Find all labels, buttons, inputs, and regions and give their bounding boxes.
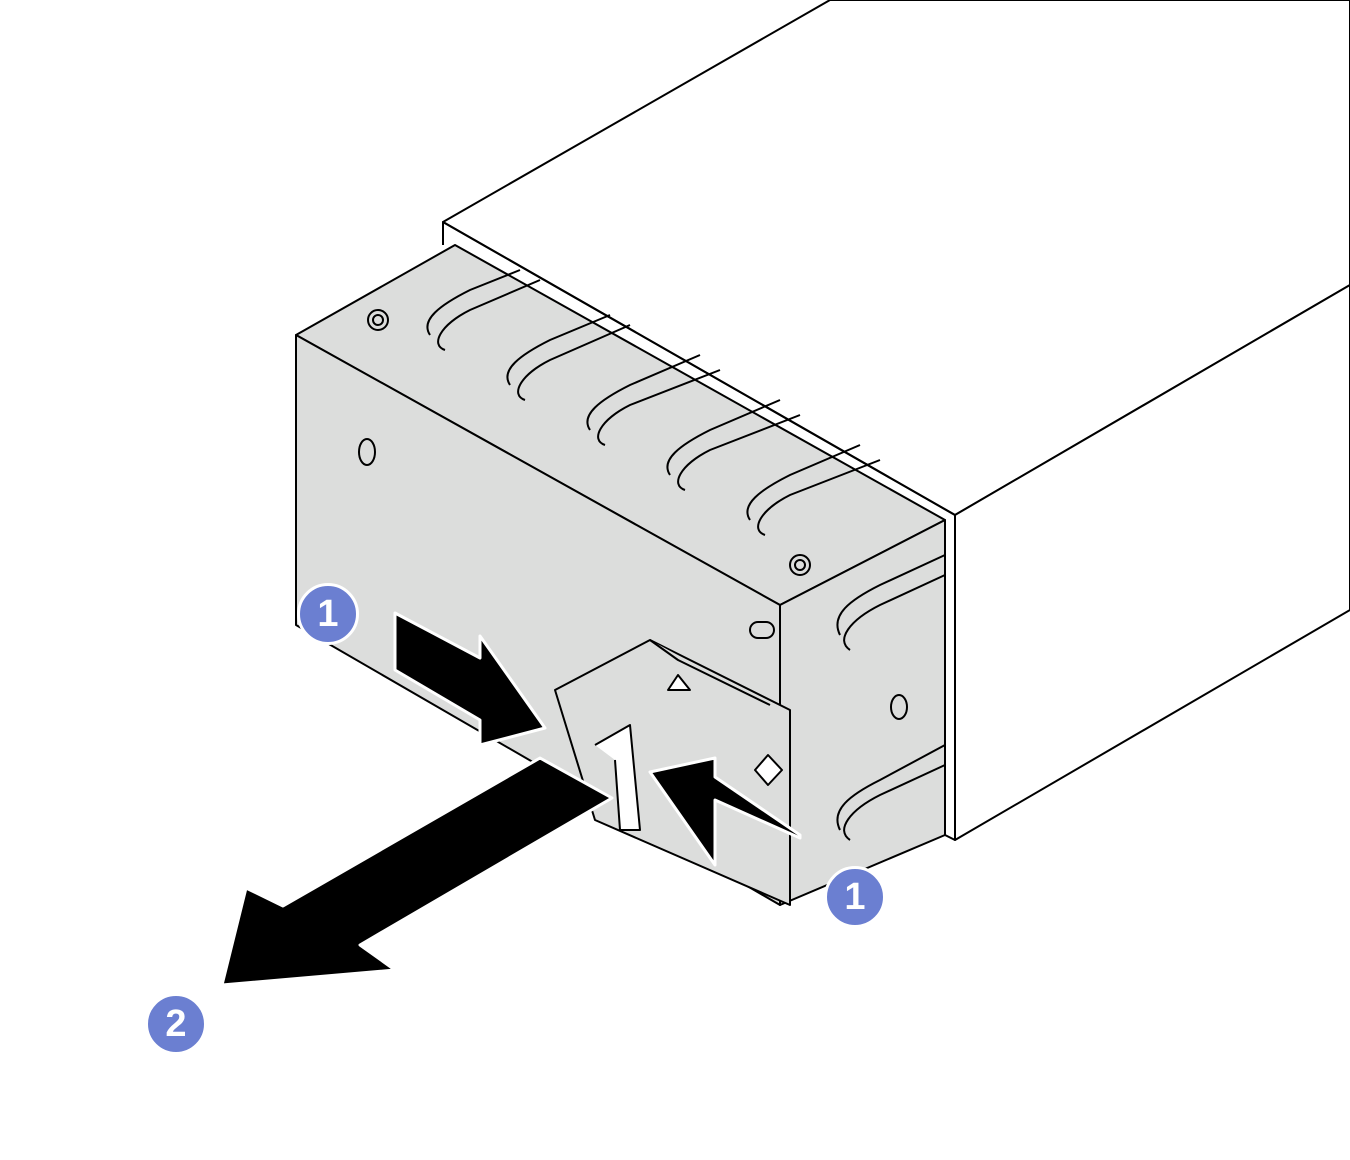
chassis-bay xyxy=(442,0,1350,841)
press-arrow-right-icon xyxy=(648,756,802,867)
press-arrow-left-icon xyxy=(393,611,547,747)
callout-badge-1-left: 1 xyxy=(297,583,359,645)
callout-badge-1-right: 1 xyxy=(824,866,886,928)
action-arrows xyxy=(220,611,802,987)
psu-vents xyxy=(358,269,946,841)
pull-arrow-icon xyxy=(220,756,614,987)
callout-badge-2: 2 xyxy=(145,993,207,1055)
